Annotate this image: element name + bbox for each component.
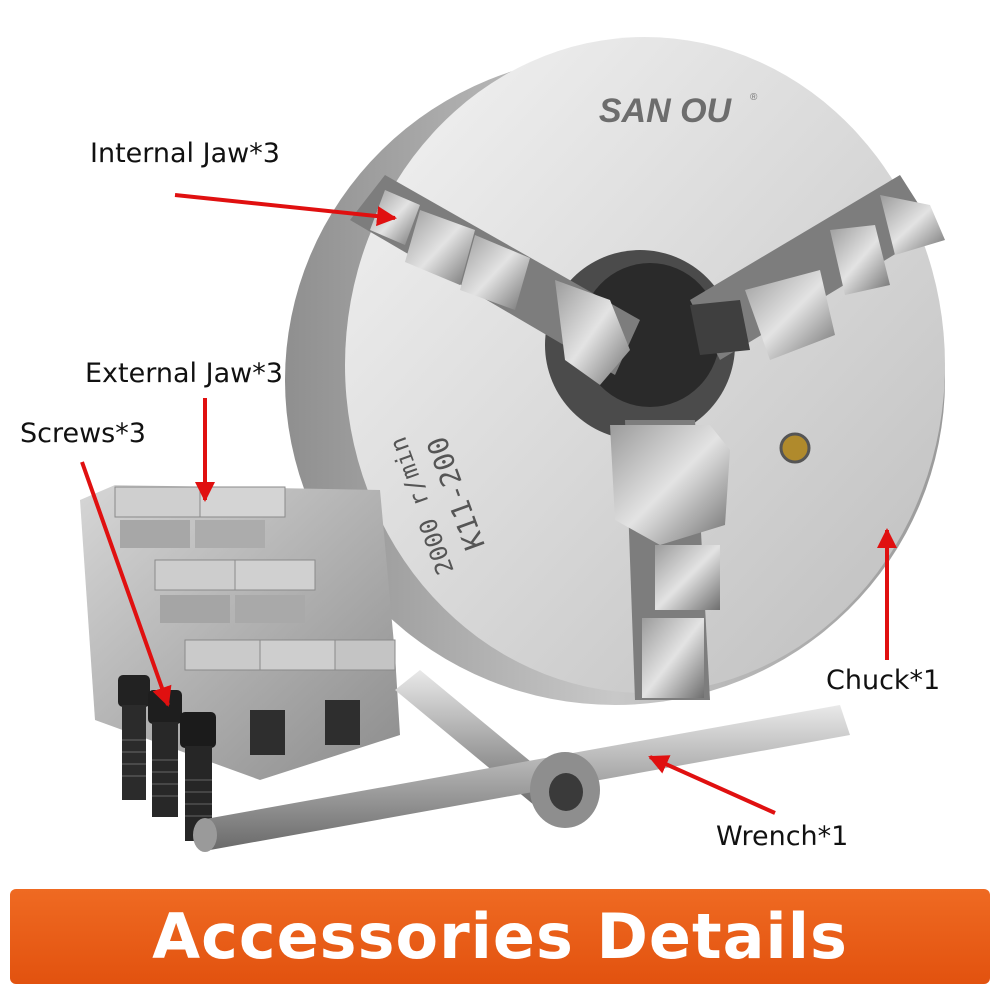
screw-2 [148,690,182,817]
screws-label: Screws*3 [20,418,146,449]
internal-jaw-2 [690,175,945,360]
wrench-arrow [648,755,776,815]
pinion-hole [779,432,811,464]
internal-jaw-label: Internal Jaw*3 [90,138,280,169]
title-banner: Accessories Details [10,889,990,984]
internal-jaw-1 [350,175,640,385]
chuck: SAN OU ® K11-200 2000 r/min [285,37,945,705]
brand-logo: SAN OU [599,92,733,130]
internal-jaw-3 [610,420,730,700]
wrench-label: Wrench*1 [716,821,849,852]
wrench-handle [200,705,850,850]
callout-arrows [80,193,897,815]
internal-jaw-arrow [174,193,397,227]
external-jaw-label: External Jaw*3 [85,358,283,389]
banner-title: Accessories Details [152,900,848,973]
chuck-label: Chuck*1 [826,665,941,696]
screws-arrow [80,461,172,707]
wrench [193,670,850,852]
screw-1 [118,675,150,800]
registered-mark: ® [750,92,758,103]
